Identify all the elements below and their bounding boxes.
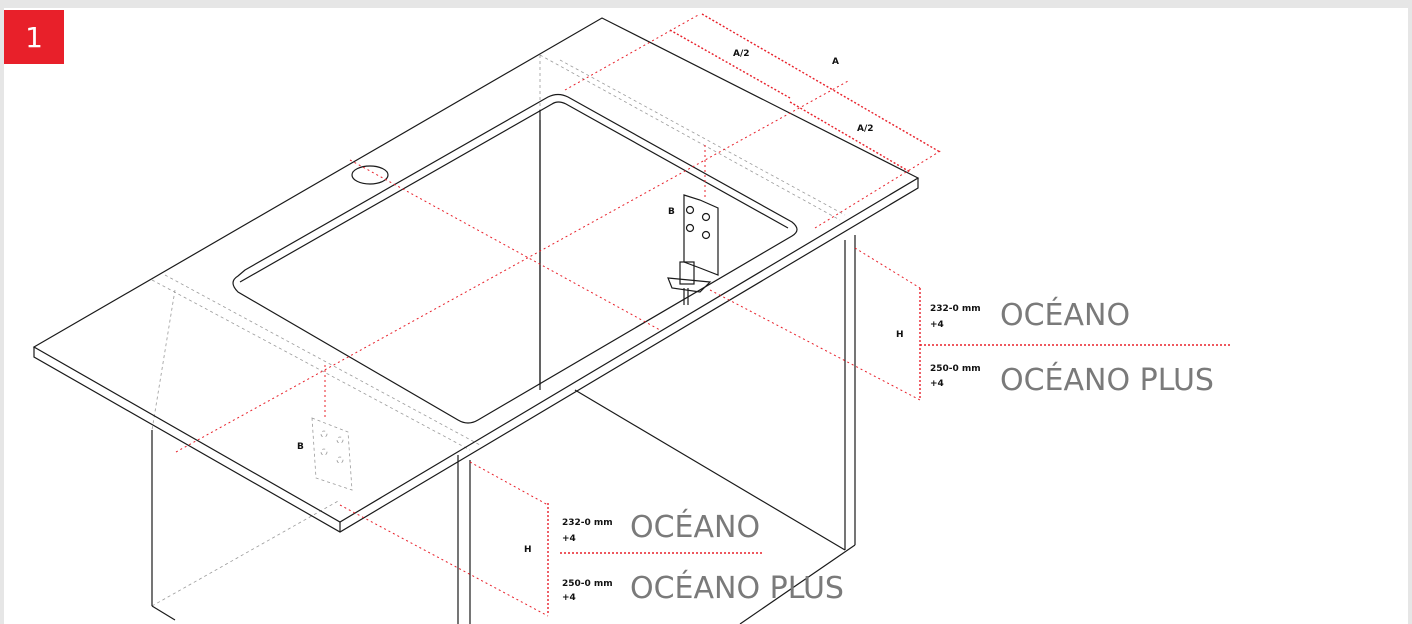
- spec-bottom-model-1: OCÉANO: [630, 509, 760, 545]
- spec-bottom-mm-2: 250-0 mm: [562, 579, 613, 589]
- spec-bottom-model-2: OCÉANO PLUS: [630, 570, 844, 606]
- clip-bracket-b-top: [667, 194, 719, 305]
- countertop: [32, 17, 920, 533]
- dimension-a-label: A: [832, 57, 839, 67]
- spec-right-model-2: OCÉANO PLUS: [1000, 362, 1214, 398]
- diagram-frame: [4, 8, 1408, 624]
- dimension-lines: [175, 13, 1232, 617]
- spec-right-model-1: OCÉANO: [1000, 297, 1130, 333]
- spec-right-mm-1: 232-0 mm: [930, 304, 981, 314]
- height-spec-right: 232-0 mm +4 OCÉANO 250-0 mm +4 OCÉANO PL…: [930, 297, 1214, 398]
- sink-bowl: [232, 93, 798, 424]
- spec-right-tol-2: +4: [930, 379, 944, 389]
- clip-bracket-b-bottom: [311, 365, 353, 491]
- spec-bottom-tol-1: +4: [562, 534, 576, 544]
- dimension-a-half-bottom: A/2: [857, 124, 874, 134]
- spec-bottom-tol-2: +4: [562, 593, 576, 603]
- cabinet-outline: [151, 120, 856, 624]
- height-spec-bottom: 232-0 mm +4 OCÉANO 250-0 mm +4 OCÉANO PL…: [562, 509, 844, 606]
- dimension-b-top: B: [668, 207, 675, 217]
- step-badge: 1: [4, 10, 64, 64]
- spec-bottom-mm-1: 232-0 mm: [562, 518, 613, 528]
- dimension-b-bottom: B: [297, 442, 304, 452]
- dimension-a-half-top: A/2: [733, 49, 750, 59]
- spec-right-tol-1: +4: [930, 320, 944, 330]
- dimension-h-right: H: [896, 330, 904, 340]
- spec-right-mm-2: 250-0 mm: [930, 364, 981, 374]
- dimension-h-bottom: H: [524, 545, 532, 555]
